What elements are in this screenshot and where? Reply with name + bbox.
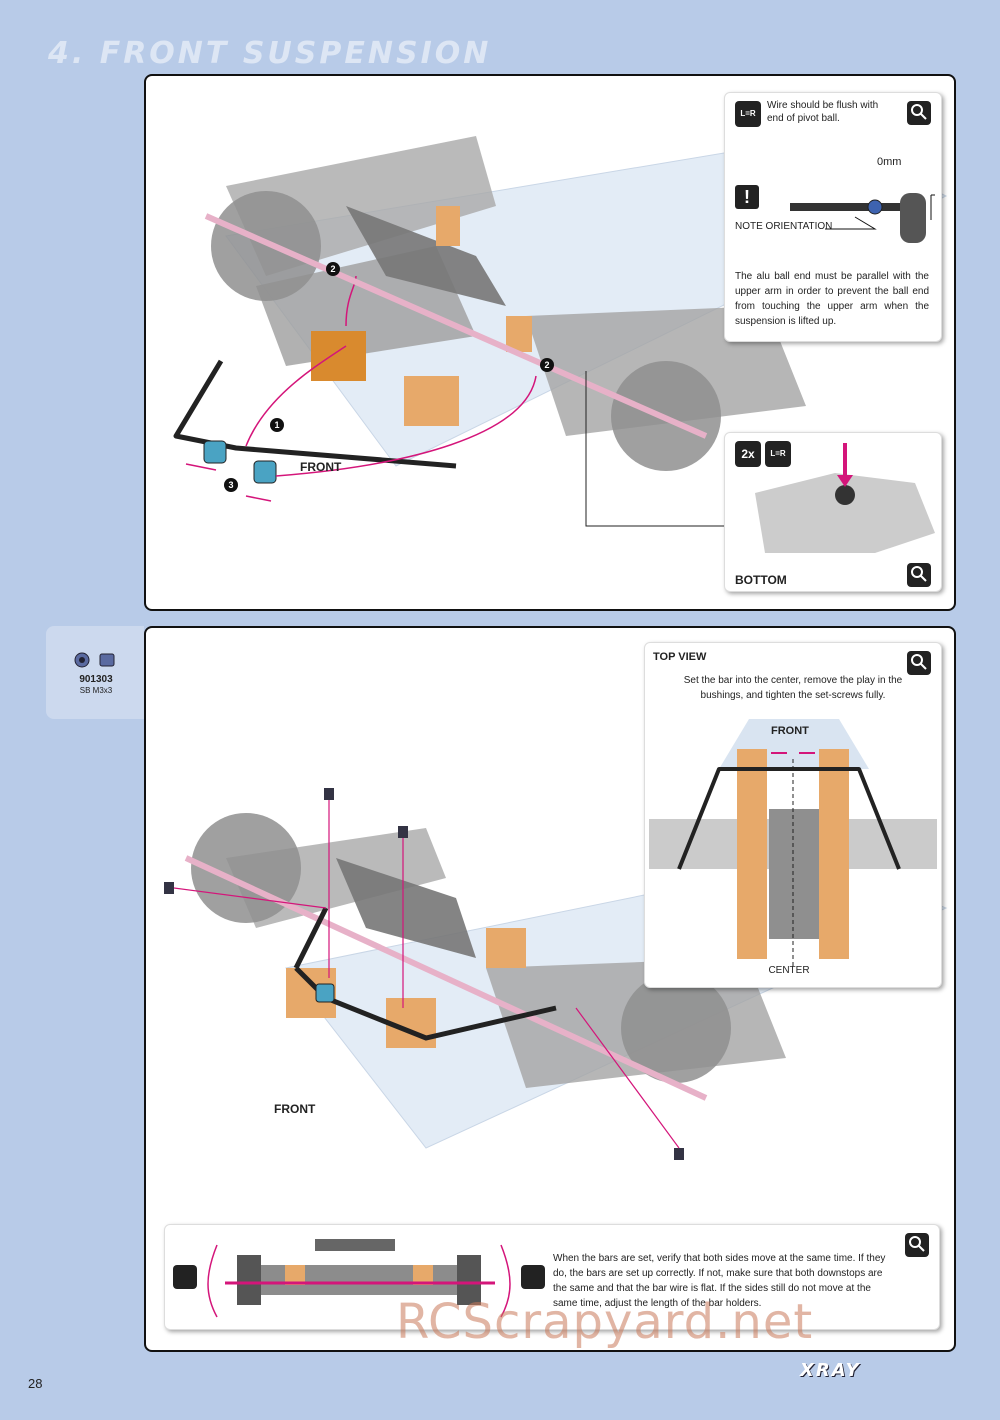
- bottom-view-diagram: [755, 443, 935, 553]
- center-label: CENTER: [768, 965, 810, 976]
- detail-icon: [907, 563, 931, 587]
- brand-logo: XRAY: [800, 1360, 861, 1381]
- top-view-diagram: [649, 719, 937, 969]
- part-tab: 901303 SB M3x3: [46, 626, 144, 719]
- screw-icon: [74, 652, 115, 668]
- equal-sides-badge: L=R: [765, 441, 791, 467]
- ball-end-callout: L=R Wire should be flush with end of piv…: [724, 92, 942, 342]
- top-view-front-label: FRONT: [771, 725, 809, 737]
- measure-label: 0mm: [877, 156, 902, 168]
- step-label: 2: [540, 358, 554, 372]
- note-orientation: NOTE ORIENTATION: [735, 221, 833, 232]
- bars-check-callout: When the bars are set, verify that both …: [164, 1224, 940, 1330]
- detail-icon: [907, 101, 931, 125]
- step-label: 2: [326, 262, 340, 276]
- bottom-view-callout: 2x L=R BOTTOM: [724, 432, 942, 592]
- quantity-badge: 2x: [735, 441, 761, 467]
- equal-sides-badge: L=R: [735, 101, 761, 127]
- assembly-panel-1: 2 1 3 2 FRONT L=R Wire should be flush w…: [144, 74, 956, 611]
- page-number: 28: [28, 1376, 43, 1391]
- bottom-label: BOTTOM: [735, 573, 787, 587]
- section-title: 4. FRONT SUSPENSION: [48, 36, 492, 71]
- watermark: RCScrapyard.net: [396, 1294, 814, 1350]
- detail-icon: [907, 651, 931, 675]
- part-name: SB M3x3: [79, 686, 113, 695]
- front-label: FRONT: [274, 1102, 316, 1116]
- step-label: 3: [224, 478, 238, 492]
- alu-ball-note: The alu ball end must be parallel with t…: [735, 271, 929, 327]
- detail-icon: [905, 1233, 929, 1257]
- part-number: 901303: [79, 674, 113, 685]
- svg-text:!: !: [744, 187, 750, 207]
- wire-note: Wire should be flush with end of pivot b…: [767, 100, 879, 124]
- top-view-text: Set the bar into the center, remove the …: [683, 675, 903, 701]
- assembly-panel-2: FRONT TOP VIEW Set the bar into the cent…: [144, 626, 956, 1352]
- top-view-callout: TOP VIEW Set the bar into the center, re…: [644, 642, 942, 988]
- ball-end-diagram: !: [735, 185, 935, 243]
- bars-check-text: When the bars are set, verify that both …: [553, 1253, 886, 1309]
- top-view-title: TOP VIEW: [653, 651, 707, 663]
- front-view-diagram: [173, 1239, 545, 1318]
- front-label: FRONT: [300, 460, 342, 474]
- step-label: 1: [270, 418, 284, 432]
